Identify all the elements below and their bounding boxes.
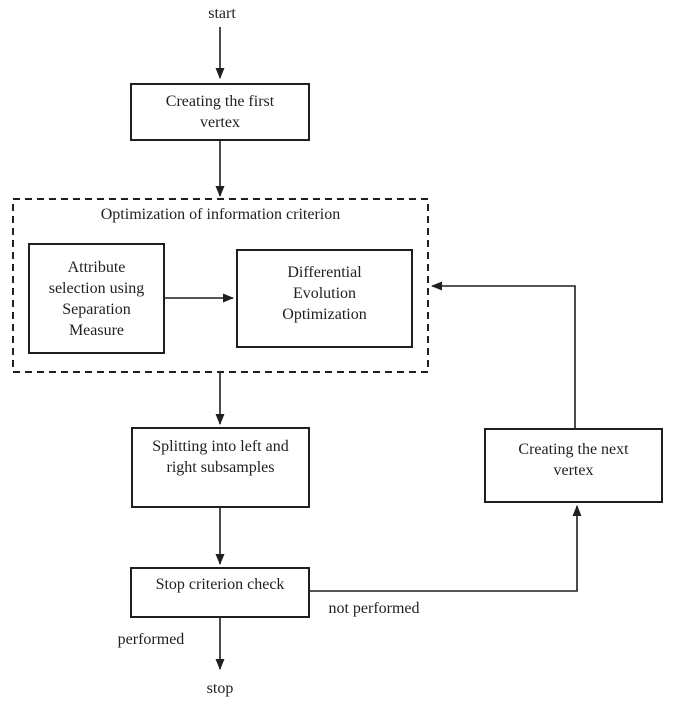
- stop-terminal-label: stop: [206, 680, 234, 697]
- node-creating-first-vertex: Creating the first vertex: [130, 83, 310, 141]
- node-differential-evolution: Differential Evolution Optimization: [236, 249, 413, 348]
- edge-not-performed-loop: [310, 505, 582, 592]
- node-attribute-selection: Attribute selection using Separation Mea…: [28, 243, 165, 354]
- edge-next-vertex-to-group: [431, 281, 576, 428]
- node-creating-next-vertex: Creating the next vertex: [484, 428, 663, 503]
- node-splitting-subsamples: Splitting into left and right subsamples: [131, 427, 310, 508]
- edge-label-not-performed: not performed: [328, 600, 420, 617]
- optimization-group-title: Optimization of information criterion: [100, 206, 341, 223]
- start-terminal-label: start: [208, 5, 236, 22]
- edge-label-performed: performed: [117, 631, 185, 648]
- node-stop-criterion-check: Stop criterion check: [130, 567, 310, 618]
